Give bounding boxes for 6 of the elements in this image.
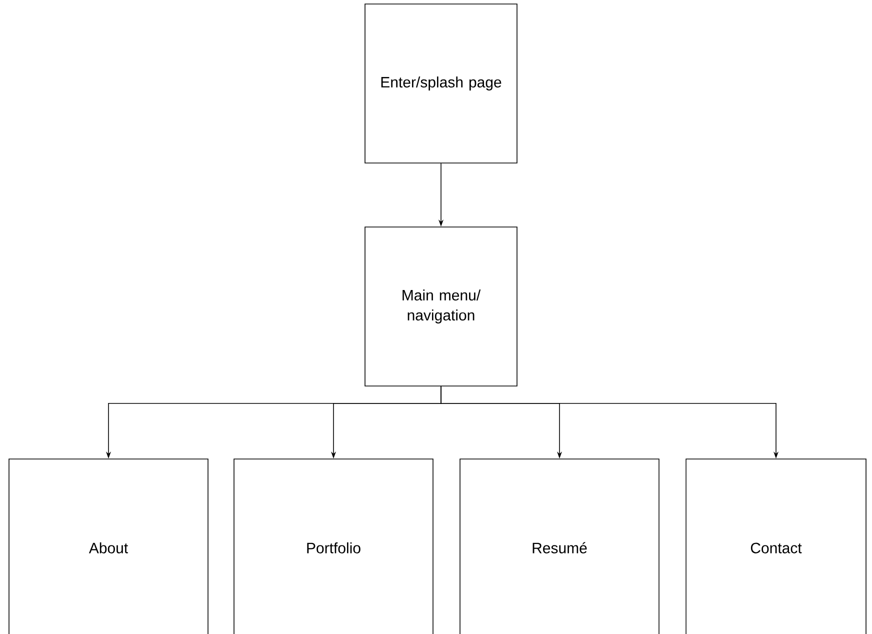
page-box: About (8, 458, 208, 634)
page-box: Portfolio (234, 458, 434, 634)
page-box: Contact (686, 458, 866, 634)
page-box: Resumé (460, 458, 660, 634)
page-box: Main menu/ navigation (364, 226, 518, 386)
page-box: Enter/splash page (364, 4, 518, 164)
